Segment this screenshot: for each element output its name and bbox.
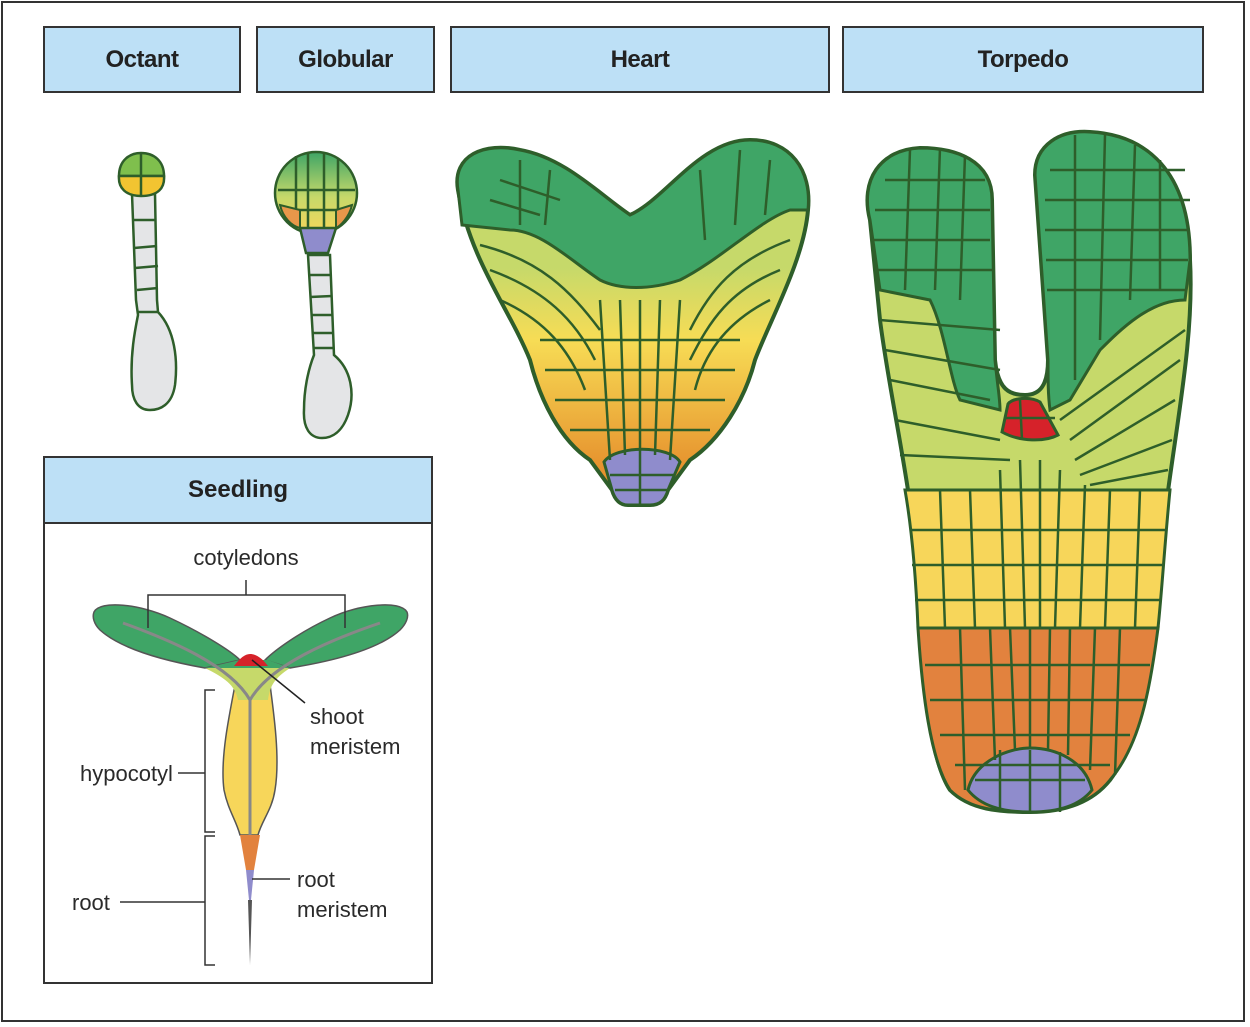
stage-header-octant: Octant [43,26,241,93]
torpedo-cotyledon-left [865,146,1002,412]
seedling-root-tip [248,900,252,965]
heart-cotyledon-region [455,138,810,289]
seedling-cotyledon-right [263,604,409,669]
seedling-header: Seedling [45,458,431,524]
stage-label-torpedo: Torpedo [977,45,1069,73]
stage-label-octant: Octant [105,45,179,73]
label-shoot-meristem: meristem [310,734,400,759]
seedling-shoot-meristem [234,654,268,666]
stage-header-torpedo: Torpedo [842,26,1204,93]
label-cotyledons: cotyledons [193,545,298,570]
seedling-root-upper [240,835,260,870]
root-bracket [120,835,215,966]
label-root-meristem-1: root [297,867,335,892]
stage-label-heart: Heart [610,45,670,73]
torpedo-embryo [865,129,1193,815]
octant-embryo [117,151,178,412]
label-root-meristem-2: meristem [297,897,387,922]
label-hypocotyl: hypocotyl [80,761,173,786]
seedling-panel: Seedling [43,456,433,984]
label-shoot: shoot [310,704,364,729]
stage-header-globular: Globular [256,26,435,93]
seedling-title: Seedling [187,476,289,503]
globular-suspensor [302,253,353,440]
cotyledons-bracket [147,580,346,628]
heart-cell-walls [479,149,791,505]
globular-embryo [273,150,359,440]
seedling-root-meristem [246,870,254,900]
seedling-cotyledon-left [92,604,242,669]
hypocotyl-bracket [178,689,215,833]
stage-header-heart: Heart [450,26,830,93]
heart-embryo [455,137,811,507]
torpedo-cell-walls [872,134,1190,812]
label-root: root [72,890,110,915]
stage-label-globular: Globular [298,45,393,73]
